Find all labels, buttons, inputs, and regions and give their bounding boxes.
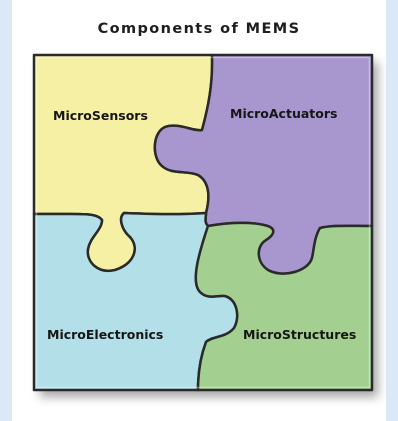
label-microsensors: MicroSensors	[53, 108, 148, 123]
label-microstructures: MicroStructures	[243, 327, 356, 342]
diagram-title: Components of MEMS	[97, 21, 301, 37]
label-microactuators: MicroActuators	[230, 106, 337, 121]
puzzle-highlight	[35, 56, 371, 389]
diagram-card: Components of MEMS MicroSensors MicroAct…	[12, 0, 386, 421]
label-microelectronics: MicroElectronics	[47, 327, 163, 342]
puzzle-diagram: MicroSensors MicroActuators MicroElectro…	[32, 53, 374, 392]
puzzle-piece-microstructures	[194, 221, 374, 392]
